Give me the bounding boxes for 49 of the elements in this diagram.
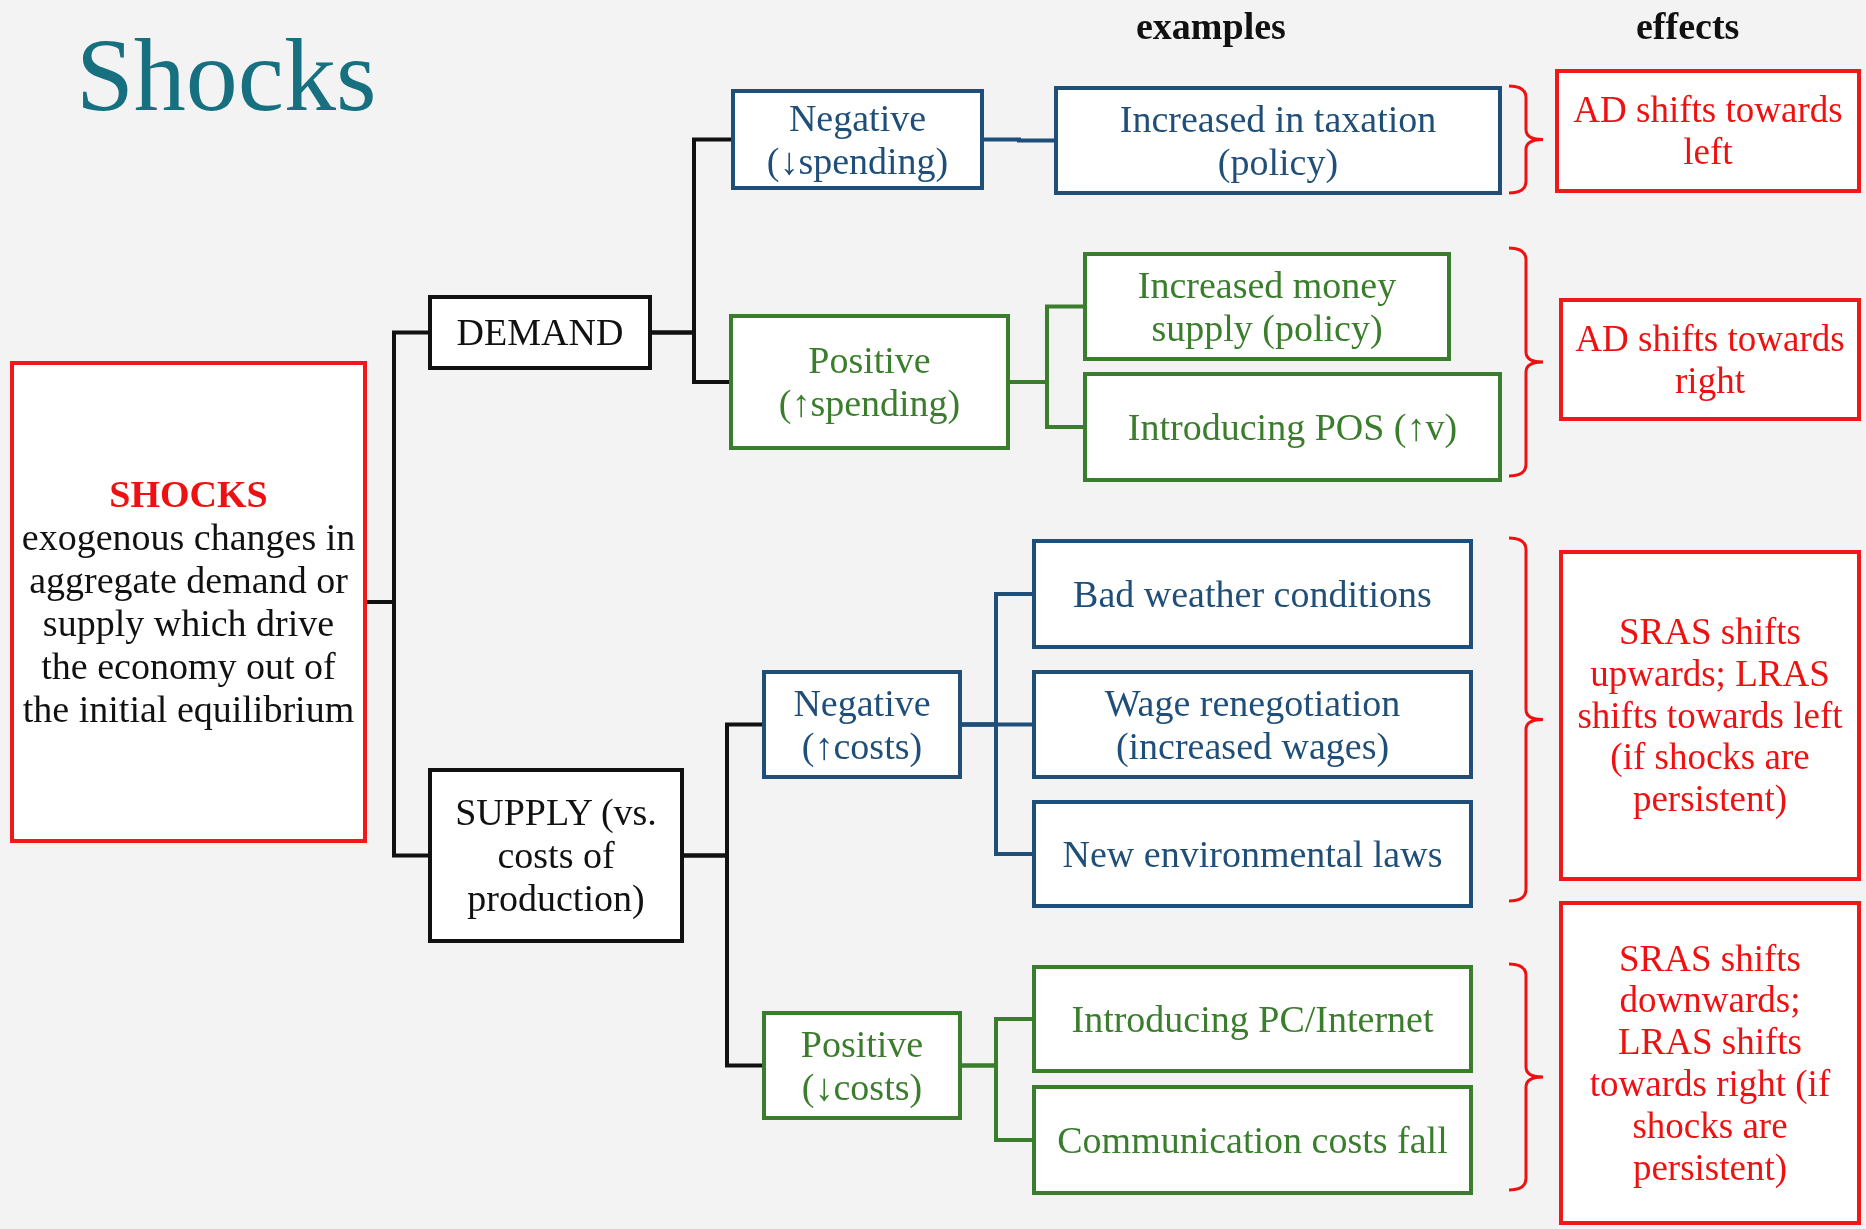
box-text: Wage renegotiation (increased wages) xyxy=(1103,681,1402,768)
box-text: exogenous changes in aggregate demand or supply which drive the economy out of the initial equilibrium xyxy=(20,516,357,731)
text-box xyxy=(762,1011,962,1120)
text-box xyxy=(428,768,684,943)
box-text: Increased money supply (policy) xyxy=(1136,263,1398,350)
text-box xyxy=(1032,800,1473,908)
text-box xyxy=(1032,670,1473,779)
connector-line xyxy=(962,1063,1032,1142)
text-box xyxy=(1559,550,1861,881)
text-box xyxy=(428,295,652,370)
connector-line xyxy=(962,722,1032,856)
box-text: Communication costs fall xyxy=(1057,1118,1448,1162)
text-box xyxy=(1559,298,1861,421)
box-text: Bad weather conditions xyxy=(1073,572,1432,616)
slide-title: Shocks xyxy=(76,18,377,133)
box-text: Introducing POS (↑v) xyxy=(1127,405,1458,449)
text-box xyxy=(762,670,962,779)
text-box xyxy=(1032,1085,1473,1195)
text-box xyxy=(1083,372,1502,482)
text-box xyxy=(731,89,984,190)
connector-line xyxy=(367,600,428,858)
box-text: SRAS shifts upwards; LRAS shifts towards left (if shocks are persistent) xyxy=(1576,611,1844,820)
text-box xyxy=(1555,69,1861,193)
box-text: New environmental laws xyxy=(1062,832,1443,876)
connector-line xyxy=(984,137,1054,143)
connector-line xyxy=(1010,380,1083,429)
box-text: Negative (↑costs) xyxy=(792,681,932,768)
box-text: Positive (↑spending) xyxy=(777,339,962,425)
box-text: Introducing PC/Internet xyxy=(1071,997,1434,1041)
connector-line xyxy=(652,330,729,384)
box-text: SUPPLY (vs. costs of production) xyxy=(454,791,658,920)
box-heading: SHOCKS xyxy=(109,473,268,517)
box-text: SRAS shifts downwards; LRAS shifts towards right (if shocks are persistent) xyxy=(1588,937,1832,1189)
text-box xyxy=(1559,901,1861,1225)
text-box xyxy=(729,314,1010,450)
text-box xyxy=(1054,86,1502,195)
box-text: DEMAND xyxy=(456,311,624,354)
column-header: effects xyxy=(1636,4,1740,48)
text-box xyxy=(10,361,367,843)
box-text: AD shifts towards right xyxy=(1574,317,1846,402)
text-box xyxy=(1032,539,1473,649)
box-text: Positive (↓costs) xyxy=(799,1022,925,1109)
text-box xyxy=(1083,252,1451,361)
connector-line xyxy=(684,853,762,1068)
box-text: Increased in taxation (policy) xyxy=(1118,97,1438,184)
box-text: Negative (↓spending) xyxy=(765,96,950,183)
column-header: examples xyxy=(1136,4,1286,48)
text-box xyxy=(1032,965,1473,1073)
box-text: AD shifts towards left xyxy=(1572,89,1844,173)
